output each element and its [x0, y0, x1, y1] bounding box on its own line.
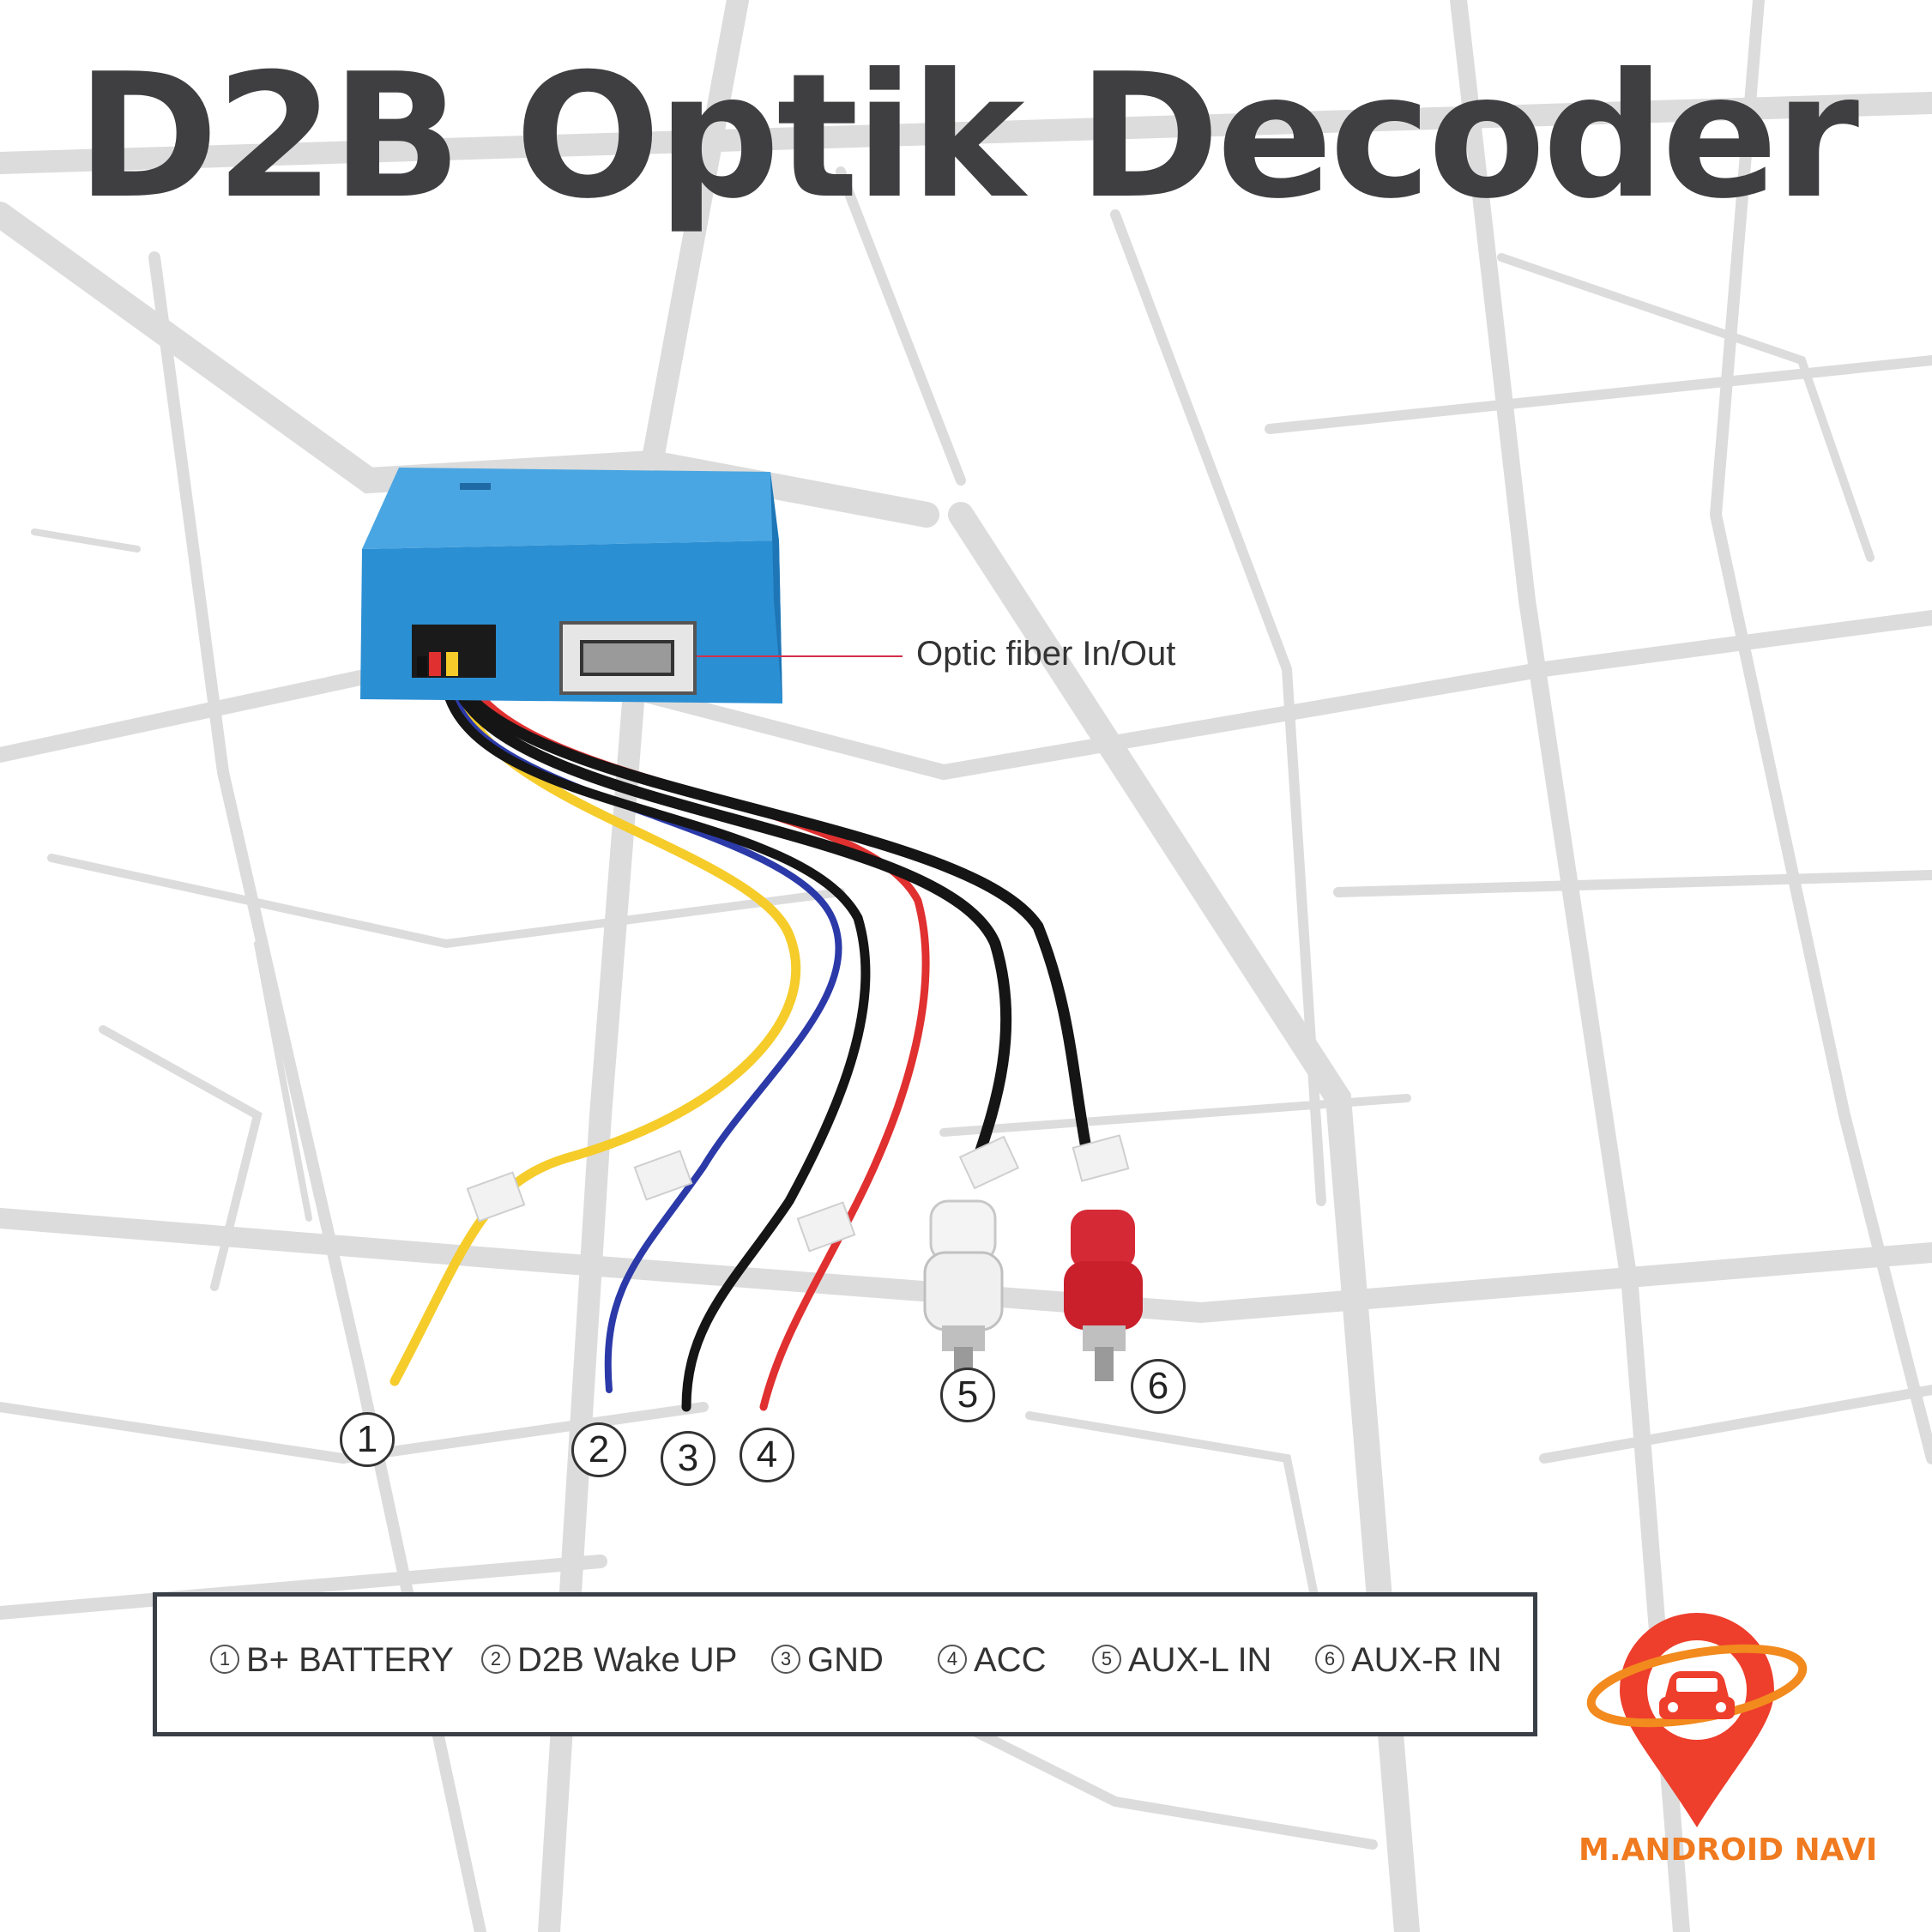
wire-black-aux-r — [462, 689, 1096, 1173]
legend-number: 1 — [210, 1645, 239, 1675]
decoder-box — [360, 468, 782, 703]
rca-plug-red — [1064, 1210, 1143, 1381]
wire-tags — [466, 1134, 1130, 1253]
legend-number: 3 — [771, 1645, 800, 1675]
wire-number-1: 1 — [340, 1412, 395, 1467]
legend-label: AUX-L IN — [1128, 1641, 1272, 1679]
legend-label: ACC — [974, 1641, 1047, 1679]
legend-number: 4 — [938, 1645, 967, 1675]
legend-number: 2 — [481, 1645, 510, 1675]
wire-black-aux-l — [453, 685, 1012, 1164]
legend-label: AUX-R IN — [1351, 1641, 1502, 1679]
wire-number-6: 6 — [1131, 1359, 1186, 1414]
legend-label: GND — [807, 1641, 884, 1679]
wire-number-5: 5 — [940, 1367, 995, 1422]
car-location-pin-logo-icon — [1586, 1613, 1808, 1827]
wire-number-4: 4 — [740, 1428, 794, 1482]
legend-number: 5 — [1092, 1645, 1121, 1675]
wire-black-gnd — [441, 681, 871, 1412]
legend-label: B+ BATTERY — [246, 1641, 454, 1679]
brand-name: M.ANDROID NAVI — [1579, 1832, 1878, 1868]
wire-number-3: 3 — [661, 1431, 715, 1486]
optic-fiber-label: Optic fiber In/Out — [916, 635, 1176, 673]
rca-plug-white — [923, 1199, 1004, 1381]
page-title: D2B Optik Decoder — [75, 37, 1859, 237]
wire-number-2: 2 — [571, 1422, 626, 1477]
legend-label: D2B Wake UP — [517, 1641, 738, 1679]
legend-number: 6 — [1315, 1645, 1344, 1675]
